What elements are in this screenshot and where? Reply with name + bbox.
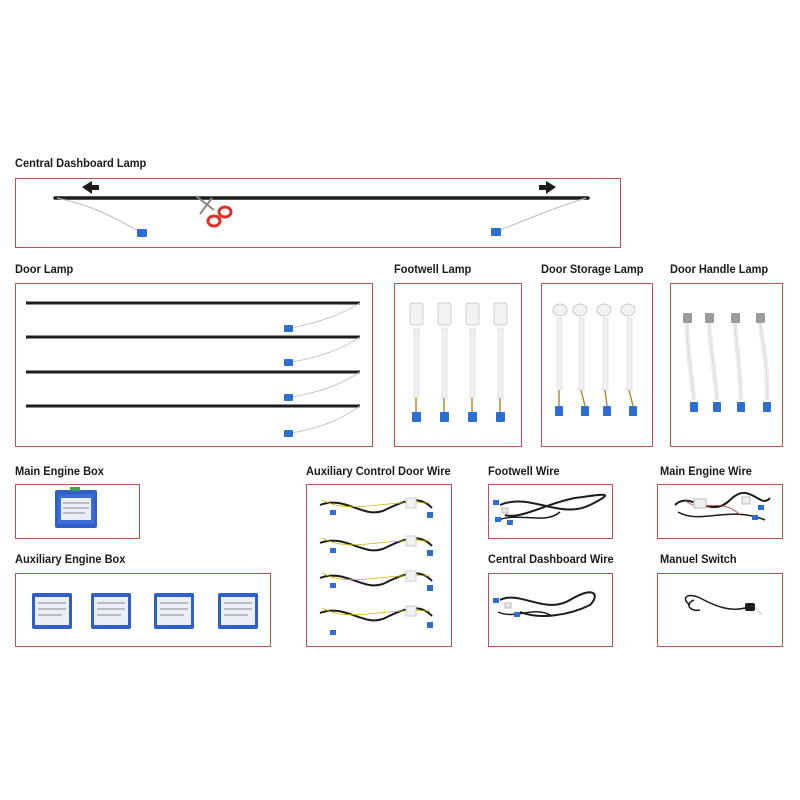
door-lamp-illustration [26,301,361,437]
footwell-lamp [493,302,508,422]
auxiliary-engine-box [91,593,131,629]
auxiliary-engine-box [32,593,72,629]
door-handle-lamp [683,313,698,412]
connector-icon [491,228,501,236]
footwell-lamp [437,302,452,422]
auxiliary-engine-box [218,593,258,629]
scissors-icon [195,195,233,228]
door-wire-harness [319,570,433,591]
main-engine-box-illustration [55,487,97,528]
panel-manuel-switch [657,573,783,647]
label-door-handle-lamp: Door Handle Lamp [670,262,769,276]
footwell-lamp-illustration [409,302,508,422]
panel-footwell-wire [488,484,613,539]
panel-central-dashboard-wire [488,573,613,647]
panel-main-engine-wire [657,484,783,539]
panel-door-lamp [15,283,373,447]
label-manuel-switch: Manuel Switch [660,552,737,566]
door-lamp-strip [26,404,361,437]
door-wire-harness [319,605,433,635]
door-handle-lamp [731,313,745,412]
label-main-engine-wire: Main Engine Wire [660,464,752,478]
central-dashboard-wire-illustration [493,591,596,617]
label-auxiliary-control-door-wire: Auxiliary Control Door Wire [306,464,451,478]
label-main-engine-box: Main Engine Box [15,464,104,478]
label-footwell-wire: Footwell Wire [488,464,560,478]
door-storage-lamp [620,303,637,416]
door-storage-lamp [572,303,589,416]
door-storage-lamp [596,303,612,416]
door-wire-harness [319,497,433,518]
door-storage-lamp [552,303,568,416]
door-handle-lamp [756,313,771,412]
door-storage-lamp-illustration [552,303,637,416]
label-footwell-lamp: Footwell Lamp [394,262,472,276]
footwell-lamp [409,302,424,422]
auxiliary-engine-box [154,593,194,629]
door-handle-lamp-illustration [683,313,771,412]
label-door-lamp: Door Lamp [15,262,74,276]
door-lamp-strip [26,301,361,332]
main-engine-wire-illustration [674,492,771,521]
arrow-right-icon [539,181,556,194]
auxiliary-engine-box-illustration [32,593,258,629]
door-handle-lamp [705,313,721,412]
footwell-wire-illustration [493,493,606,525]
arrow-left-icon [82,181,99,194]
label-door-storage-lamp: Door Storage Lamp [541,262,644,276]
label-central-dashboard-lamp: Central Dashboard Lamp [15,156,147,170]
door-wire-harness [319,535,433,556]
label-auxiliary-engine-box: Auxiliary Engine Box [15,552,126,566]
panel-central-dashboard-lamp [15,178,621,248]
footwell-lamp [465,302,480,422]
manuel-switch-illustration [684,594,763,616]
door-lamp-strip [26,370,361,401]
door-lamp-strip [26,335,361,366]
label-central-dashboard-wire: Central Dashboard Wire [488,552,614,566]
central-dashboard-lamp-illustration [53,181,590,237]
connector-icon [137,229,147,237]
auxiliary-control-door-wire-illustration [319,497,433,635]
